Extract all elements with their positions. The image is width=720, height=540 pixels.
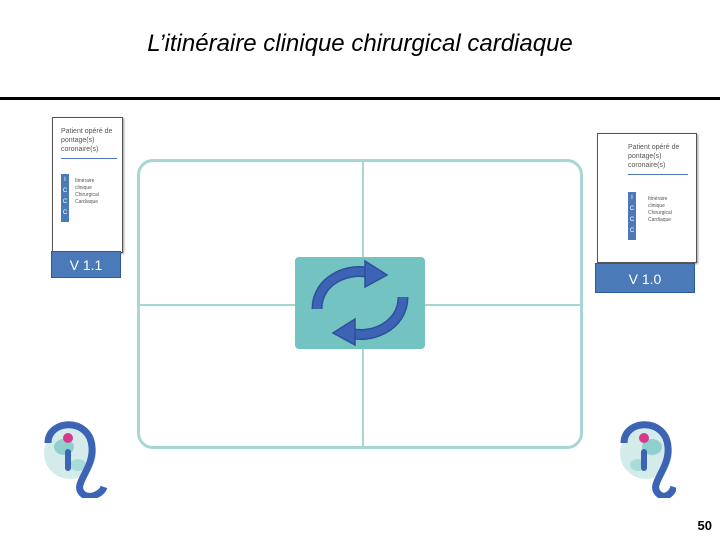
document-thumbnail-right: Patient opéré de pontage(s) coronaire(s)…: [597, 133, 697, 263]
refresh-cycle-icon: [295, 257, 425, 349]
itinerary-logo-icon: [606, 413, 678, 500]
doc-title-line: coronaire(s): [628, 162, 666, 169]
doc-title-line: pontage(s): [628, 153, 662, 160]
itinerary-logo-icon: [40, 413, 110, 500]
doc-title-line: Patient opéré de: [61, 128, 113, 135]
version-badge-left: V 1.1: [51, 251, 121, 278]
title-divider: [0, 97, 720, 100]
document-thumbnail-left: Patient opéré de pontage(s) coronaire(s)…: [52, 117, 123, 253]
version-badge-right: V 1.0: [595, 263, 695, 293]
page-number: 50: [697, 518, 712, 533]
doc-title-line: Patient opéré de: [628, 144, 680, 151]
doc-title-line: pontage(s): [61, 137, 95, 144]
slide-title: L’itinéraire clinique chirurgical cardia…: [147, 30, 573, 57]
doc-title-line: coronaire(s): [61, 146, 99, 153]
